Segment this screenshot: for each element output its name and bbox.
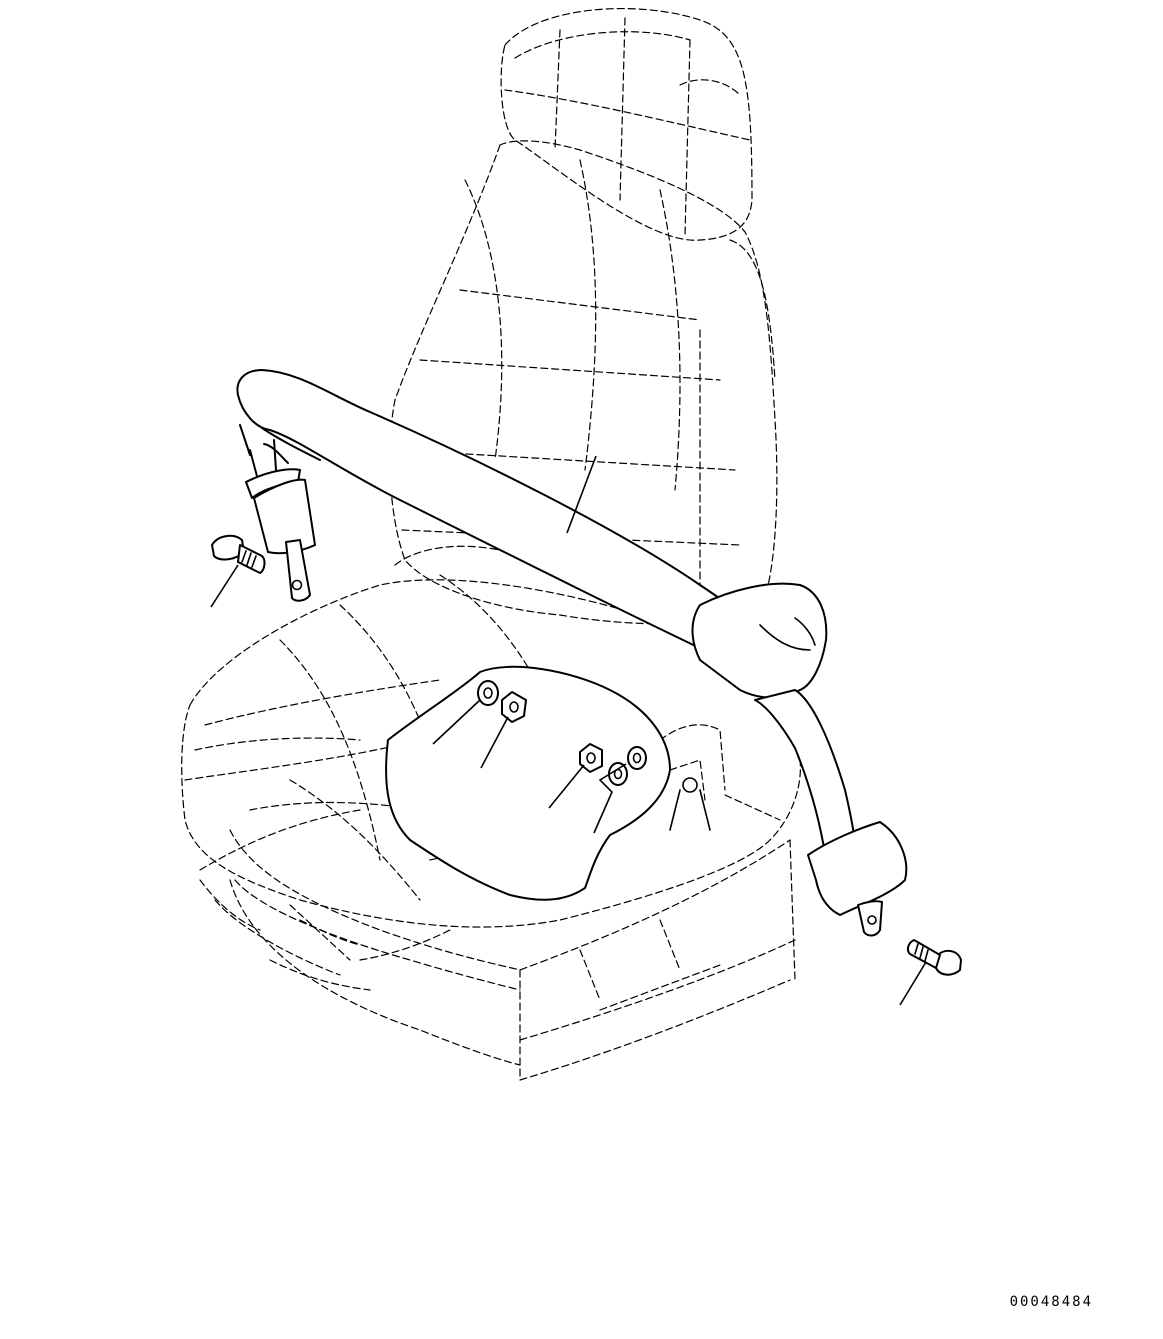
headrest-outline [500,8,753,241]
seat-belt-right-strap [754,689,857,861]
seat-belt-buckle-left [245,443,316,602]
seat-adjuster-mechanism [659,724,726,831]
seat-belt-strap [236,369,771,661]
seat-belt-buckle-right [807,821,908,937]
right-mounting-bolt [906,939,962,976]
leader-lines [210,455,927,1006]
seat-bracket-plate [385,665,671,901]
seat-base-outline [199,794,796,1081]
seat-belt-side-pad [691,582,828,699]
washers-and-nuts [477,680,647,786]
drawing-number: 00048484 [1009,1294,1093,1310]
left-mounting-bolt [211,534,266,574]
